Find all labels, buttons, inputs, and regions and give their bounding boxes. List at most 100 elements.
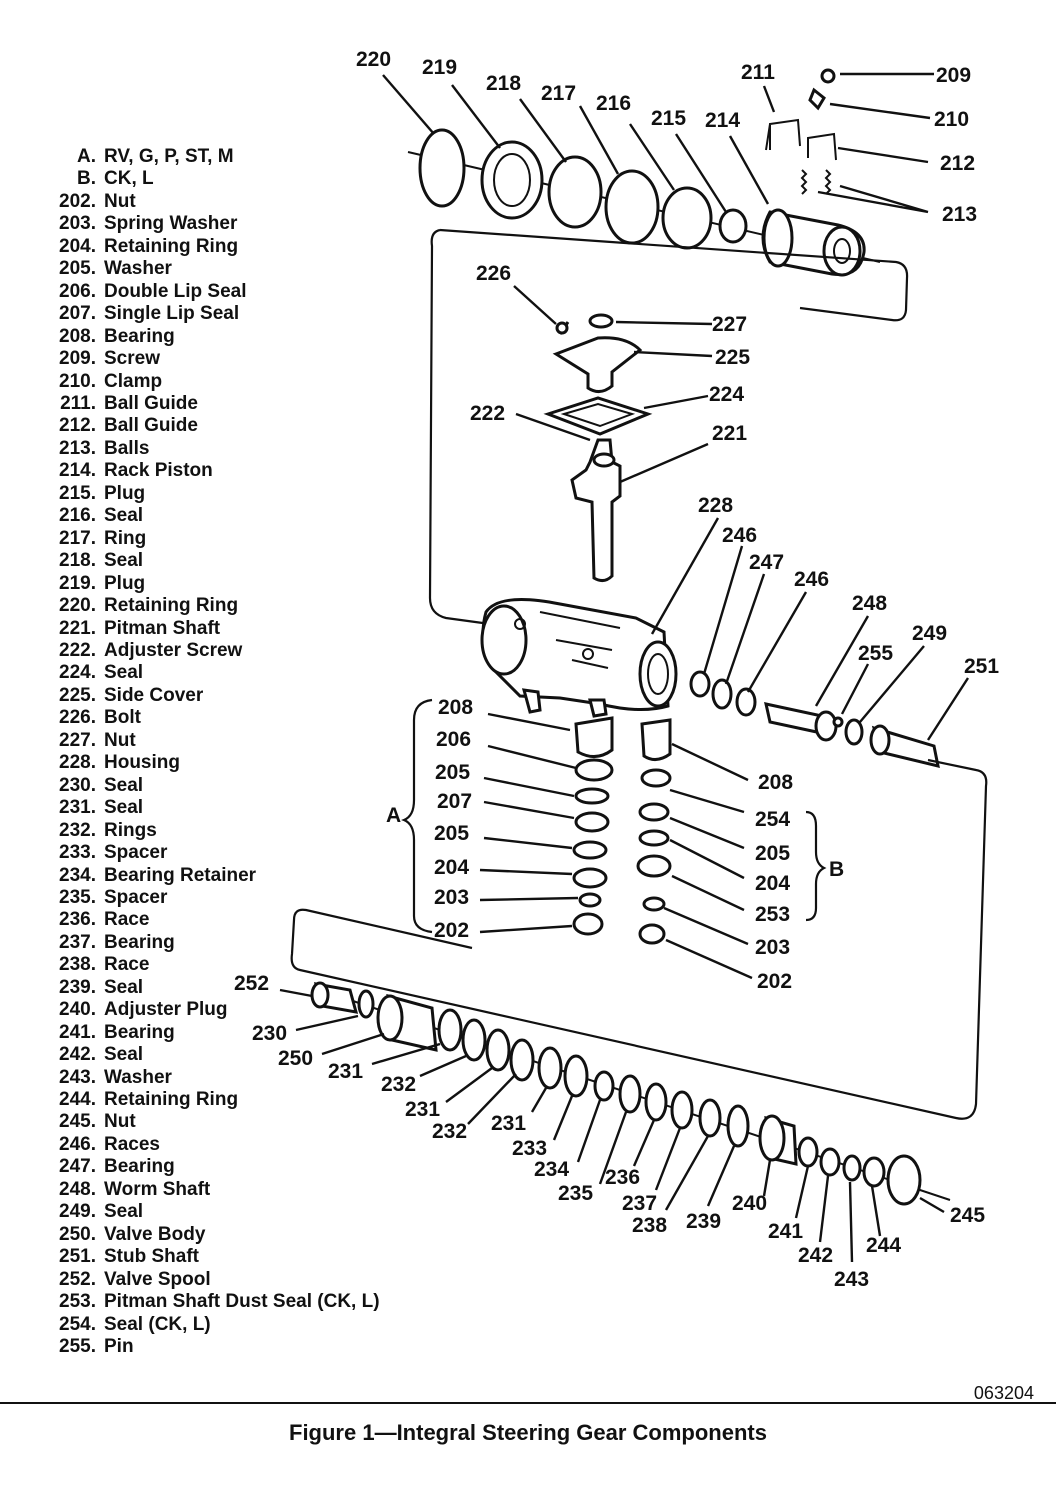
legend-label: Stub Shaft: [104, 1246, 199, 1268]
legend-number: 217.: [59, 527, 96, 549]
legend-label: Seal (CK, L): [104, 1313, 211, 1335]
callout-246-lower: 246: [794, 568, 829, 591]
legend-label: Ball Guide: [104, 392, 198, 414]
legend-row: 207.Single Lip Seal: [30, 303, 420, 325]
legend-row: 240.Adjuster Plug: [30, 999, 420, 1021]
callout-234: 234: [534, 1158, 569, 1181]
legend-label: Race: [104, 909, 150, 931]
callout-a-203: 203: [434, 886, 469, 909]
legend-number: 212.: [59, 415, 96, 437]
legend-label: Spacer: [104, 886, 168, 908]
legend-number: 225.: [59, 684, 96, 706]
legend-number: 240.: [59, 999, 96, 1021]
legend-label: Plug: [104, 572, 146, 594]
legend-row: 244.Retaining Ring: [30, 1089, 420, 1111]
callout-243: 243: [834, 1268, 869, 1291]
part-215-plug: [718, 208, 748, 244]
legend-row: 231.Seal: [30, 797, 420, 819]
legend-row: 215.Plug: [30, 483, 420, 505]
legend-row: 250.Valve Body: [30, 1224, 420, 1246]
group-b-label: B: [829, 858, 844, 881]
part-210-clamp: [808, 87, 826, 111]
part-246-race: [689, 670, 711, 698]
legend-row: 232.Rings: [30, 820, 420, 842]
legend-label: Bearing Retainer: [104, 864, 257, 886]
legend-row: 246.Races: [30, 1134, 420, 1156]
part-202-nut-b: [638, 923, 666, 945]
part-242-seal: [819, 1147, 841, 1177]
top-row-parts: [407, 68, 881, 277]
legend-row: 251.Stub Shaft: [30, 1246, 420, 1268]
part-204-retaining-ring-b: [638, 829, 670, 847]
group-a-bracket: [401, 698, 433, 934]
legend-row: 221.Pitman Shaft: [30, 618, 420, 640]
legend-number: 243.: [59, 1066, 96, 1088]
legend-number: 206.: [59, 280, 96, 302]
legend-row: 235. Spacer: [30, 887, 420, 909]
legend-label: Seal: [104, 1201, 144, 1223]
legend-row: 241.Bearing: [30, 1022, 420, 1044]
part-203-spring-washer-b: [642, 896, 666, 912]
legend-row: 242.Seal: [30, 1044, 420, 1066]
legend-number: 228.: [59, 752, 96, 774]
legend-label: Pin: [104, 1336, 134, 1358]
legend-number: 235.: [59, 886, 96, 908]
legend-label: Bearing: [104, 1021, 175, 1043]
legend-label: Seal: [104, 1044, 144, 1066]
callout-b-204: 204: [755, 872, 790, 895]
callout-239: 239: [686, 1210, 721, 1233]
legend-number: 205.: [59, 258, 96, 280]
legend-number: 219.: [59, 572, 96, 594]
part-237-bearing: [670, 1090, 694, 1130]
part-213-balls: [800, 169, 832, 195]
part-241-bearing: [797, 1136, 819, 1168]
legend-number: 239.: [59, 976, 96, 998]
caption-rule: [0, 1402, 1056, 1404]
callout-251: 251: [964, 655, 999, 678]
callout-216: 216: [596, 92, 631, 115]
callout-b-253: 253: [755, 903, 790, 926]
callout-209: 209: [936, 64, 971, 87]
callout-215: 215: [651, 107, 686, 130]
figure-code: 063204: [973, 1383, 1034, 1403]
part-202-nut-a: [572, 912, 604, 936]
part-235-spacer: [618, 1074, 642, 1114]
legend-number: 220.: [59, 595, 96, 617]
callout-a-204: 204: [434, 856, 469, 879]
figure-caption: Figure 1—Integral Steering Gear Componen…: [289, 1420, 767, 1445]
legend-label: RV, G, P, ST, M: [104, 146, 234, 167]
callout-231-a: 231: [328, 1060, 363, 1083]
part-221-pitman-shaft: [570, 438, 622, 583]
part-205-washer-a: [574, 787, 610, 805]
legend-number: 232.: [59, 819, 96, 841]
legend-label: Spacer: [104, 842, 168, 864]
part-220-retaining-ring: [418, 128, 466, 208]
callout-b-254: 254: [755, 808, 790, 831]
legend-number: 255.: [59, 1336, 96, 1358]
legend-number: 210.: [59, 370, 96, 392]
part-253-dust-seal: [636, 854, 672, 878]
legend-label: Adjuster Screw: [104, 639, 243, 661]
legend-number: 249.: [59, 1201, 96, 1223]
legend-number: 247.: [59, 1156, 96, 1178]
part-216-seal: [661, 186, 713, 250]
legend-label: Seal: [104, 774, 144, 796]
part-238-race: [698, 1098, 722, 1138]
callout-212: 212: [940, 152, 975, 175]
legend-row: 230.Seal: [30, 775, 420, 797]
legend-row: 203.Spring Washer: [30, 213, 420, 235]
legend-row: 222.Adjuster Screw: [30, 640, 420, 662]
part-254-seal: [640, 768, 672, 788]
part-231-seal-2: [485, 1028, 511, 1072]
part-236-race: [644, 1082, 668, 1122]
legend-row: 217.Ring: [30, 528, 420, 550]
callout-247: 247: [749, 551, 784, 574]
legend-row: 234.Bearing Retainer: [30, 865, 420, 887]
callout-245: 245: [950, 1204, 985, 1227]
callout-242: 242: [798, 1244, 833, 1267]
callout-250: 250: [278, 1047, 313, 1070]
part-219-plug: [480, 140, 544, 220]
part-206-double-lip-seal: [574, 758, 614, 782]
legend-label: Seal: [104, 976, 144, 998]
